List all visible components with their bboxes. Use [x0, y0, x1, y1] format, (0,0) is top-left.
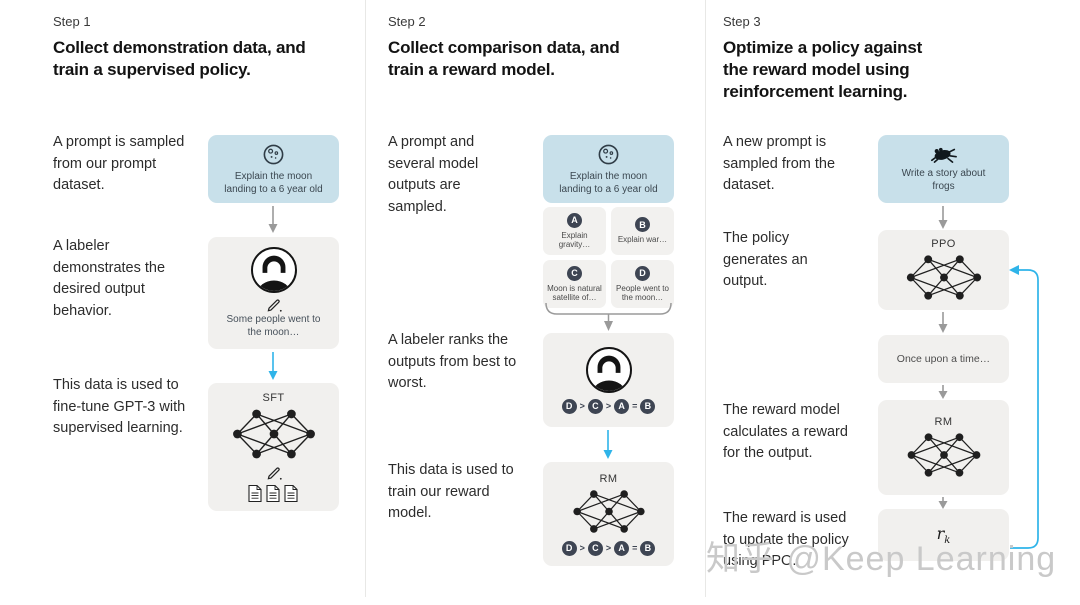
step3-note-policy: The policy generates an output. — [723, 230, 808, 289]
step1-demo-text: Some people went to the moon… — [226, 314, 321, 338]
step1-prompt-box: Explain the moon landing to a 6 year old — [208, 135, 339, 203]
arrow-down-gray-icon — [938, 206, 948, 229]
output-text: Explain gravity… — [558, 230, 591, 250]
step3-reward-box: rk — [878, 509, 1009, 561]
step3-prompt-text: Write a story about frogs — [901, 168, 986, 192]
output-badge: D — [635, 265, 650, 281]
step3-note-prompt: A new prompt is sampled from the dataset… — [723, 134, 836, 193]
ppo-label: PPO — [931, 238, 956, 250]
labeler-avatar-icon — [250, 247, 297, 293]
rank-badge: A — [614, 540, 630, 556]
step3-rm-box: RM — [878, 400, 1009, 495]
neural-network-icon — [907, 433, 980, 477]
output-text: People went to the moon… — [616, 283, 669, 303]
step1-note-prompt: A prompt is sampled from our prompt data… — [53, 134, 185, 193]
watermark: 知乎 @Keep Learning — [706, 540, 1057, 578]
ranking: D > C > A = B — [561, 540, 656, 556]
output-badge: C — [567, 265, 582, 281]
labeler-avatar-icon — [585, 346, 632, 393]
arrow-down-gray-icon — [938, 385, 948, 399]
rank-badge: B — [640, 540, 656, 556]
step1-labeler-box: Some people went to the moon… — [208, 237, 339, 349]
frog-icon — [930, 147, 957, 163]
feedback-loop-arrow-icon — [1009, 265, 1039, 549]
step3-label: Step 3 — [723, 14, 761, 29]
neural-network-icon — [232, 409, 315, 458]
rank-operator: > — [605, 401, 612, 411]
rank-operator: > — [579, 401, 585, 411]
moon-icon — [598, 144, 619, 164]
output-text: Moon is natural satellite of… — [547, 283, 602, 303]
rank-badge: A — [614, 398, 630, 414]
rank-badge: C — [587, 540, 603, 556]
rank-badge: D — [561, 540, 577, 556]
step3-ppo-box: PPO — [878, 230, 1009, 310]
step3-prompt-box: Write a story about frogs — [878, 135, 1009, 203]
step1-sft-box: SFT — [208, 383, 339, 511]
output-card-a: A Explain gravity… — [543, 207, 606, 255]
rank-operator: > — [579, 543, 585, 553]
step2-note-train: This data is used to train our reward mo… — [388, 462, 514, 521]
sft-label: SFT — [262, 391, 285, 404]
rank-operator: = — [632, 401, 638, 411]
arrow-down-gray-icon — [938, 497, 948, 509]
step1-prompt-text: Explain the moon landing to a 6 year old — [224, 170, 323, 195]
step2-note-sampled: A prompt and several model outputs are s… — [388, 134, 479, 215]
arrow-down-accent-icon — [603, 430, 613, 459]
output-card-d: D People went to the moon… — [611, 260, 674, 308]
reward-value: rk — [936, 523, 951, 547]
step1-note-labeler: A labeler demonstrates the desired outpu… — [53, 238, 166, 319]
column-divider — [365, 0, 366, 597]
rank-badge: B — [640, 398, 656, 414]
arrow-down-accent-icon — [268, 352, 278, 380]
step3-title: Optimize a policy against the reward mod… — [723, 38, 923, 101]
documents-icon — [247, 484, 298, 502]
step3-output-box: Once upon a time… — [878, 335, 1009, 383]
rm-label: RM — [599, 472, 618, 485]
merge-arrow-icon — [545, 302, 672, 331]
output-card-b: B Explain war… — [611, 207, 674, 255]
step2-prompt-text: Explain the moon landing to a 6 year old — [559, 170, 658, 195]
column-divider — [705, 0, 706, 597]
rank-operator: > — [605, 543, 612, 553]
step2-labeler-box: D > C > A = B — [543, 333, 674, 427]
output-card-c: C Moon is natural satellite of… — [543, 260, 606, 308]
step2-prompt-box: Explain the moon landing to a 6 year old — [543, 135, 674, 203]
rank-badge: D — [561, 398, 577, 414]
output-badge: B — [635, 217, 650, 233]
step2-rm-box: RM D > C > A = B — [543, 462, 674, 566]
output-text: Explain war… — [617, 235, 668, 245]
step3-note-update: The reward is used to update the policy … — [723, 510, 849, 569]
step2-note-ranks: A labeler ranks the outputs from best to… — [388, 332, 517, 391]
arrow-down-gray-icon — [268, 206, 278, 233]
rank-operator: = — [632, 543, 638, 553]
rank-badge: C — [587, 398, 603, 414]
rm-label: RM — [934, 416, 953, 428]
ranking: D > C > A = B — [561, 398, 656, 414]
step3-note-reward: The reward model calculates a reward for… — [723, 402, 848, 461]
step2-title: Collect comparison data, and train a rew… — [388, 38, 620, 79]
neural-network-icon — [906, 255, 981, 300]
step2-label: Step 2 — [388, 14, 426, 29]
pencil-icon — [267, 466, 282, 480]
step1-title: Collect demonstration data, and train a … — [53, 38, 306, 79]
step1-label: Step 1 — [53, 14, 91, 29]
moon-icon — [263, 144, 284, 164]
step3-output-text: Once upon a time… — [896, 353, 991, 365]
output-badge: A — [567, 212, 582, 228]
step1-note-finetune: This data is used to fine-tune GPT-3 wit… — [53, 377, 186, 436]
neural-network-icon — [572, 489, 645, 533]
pencil-icon — [267, 299, 282, 312]
arrow-down-gray-icon — [938, 312, 948, 333]
